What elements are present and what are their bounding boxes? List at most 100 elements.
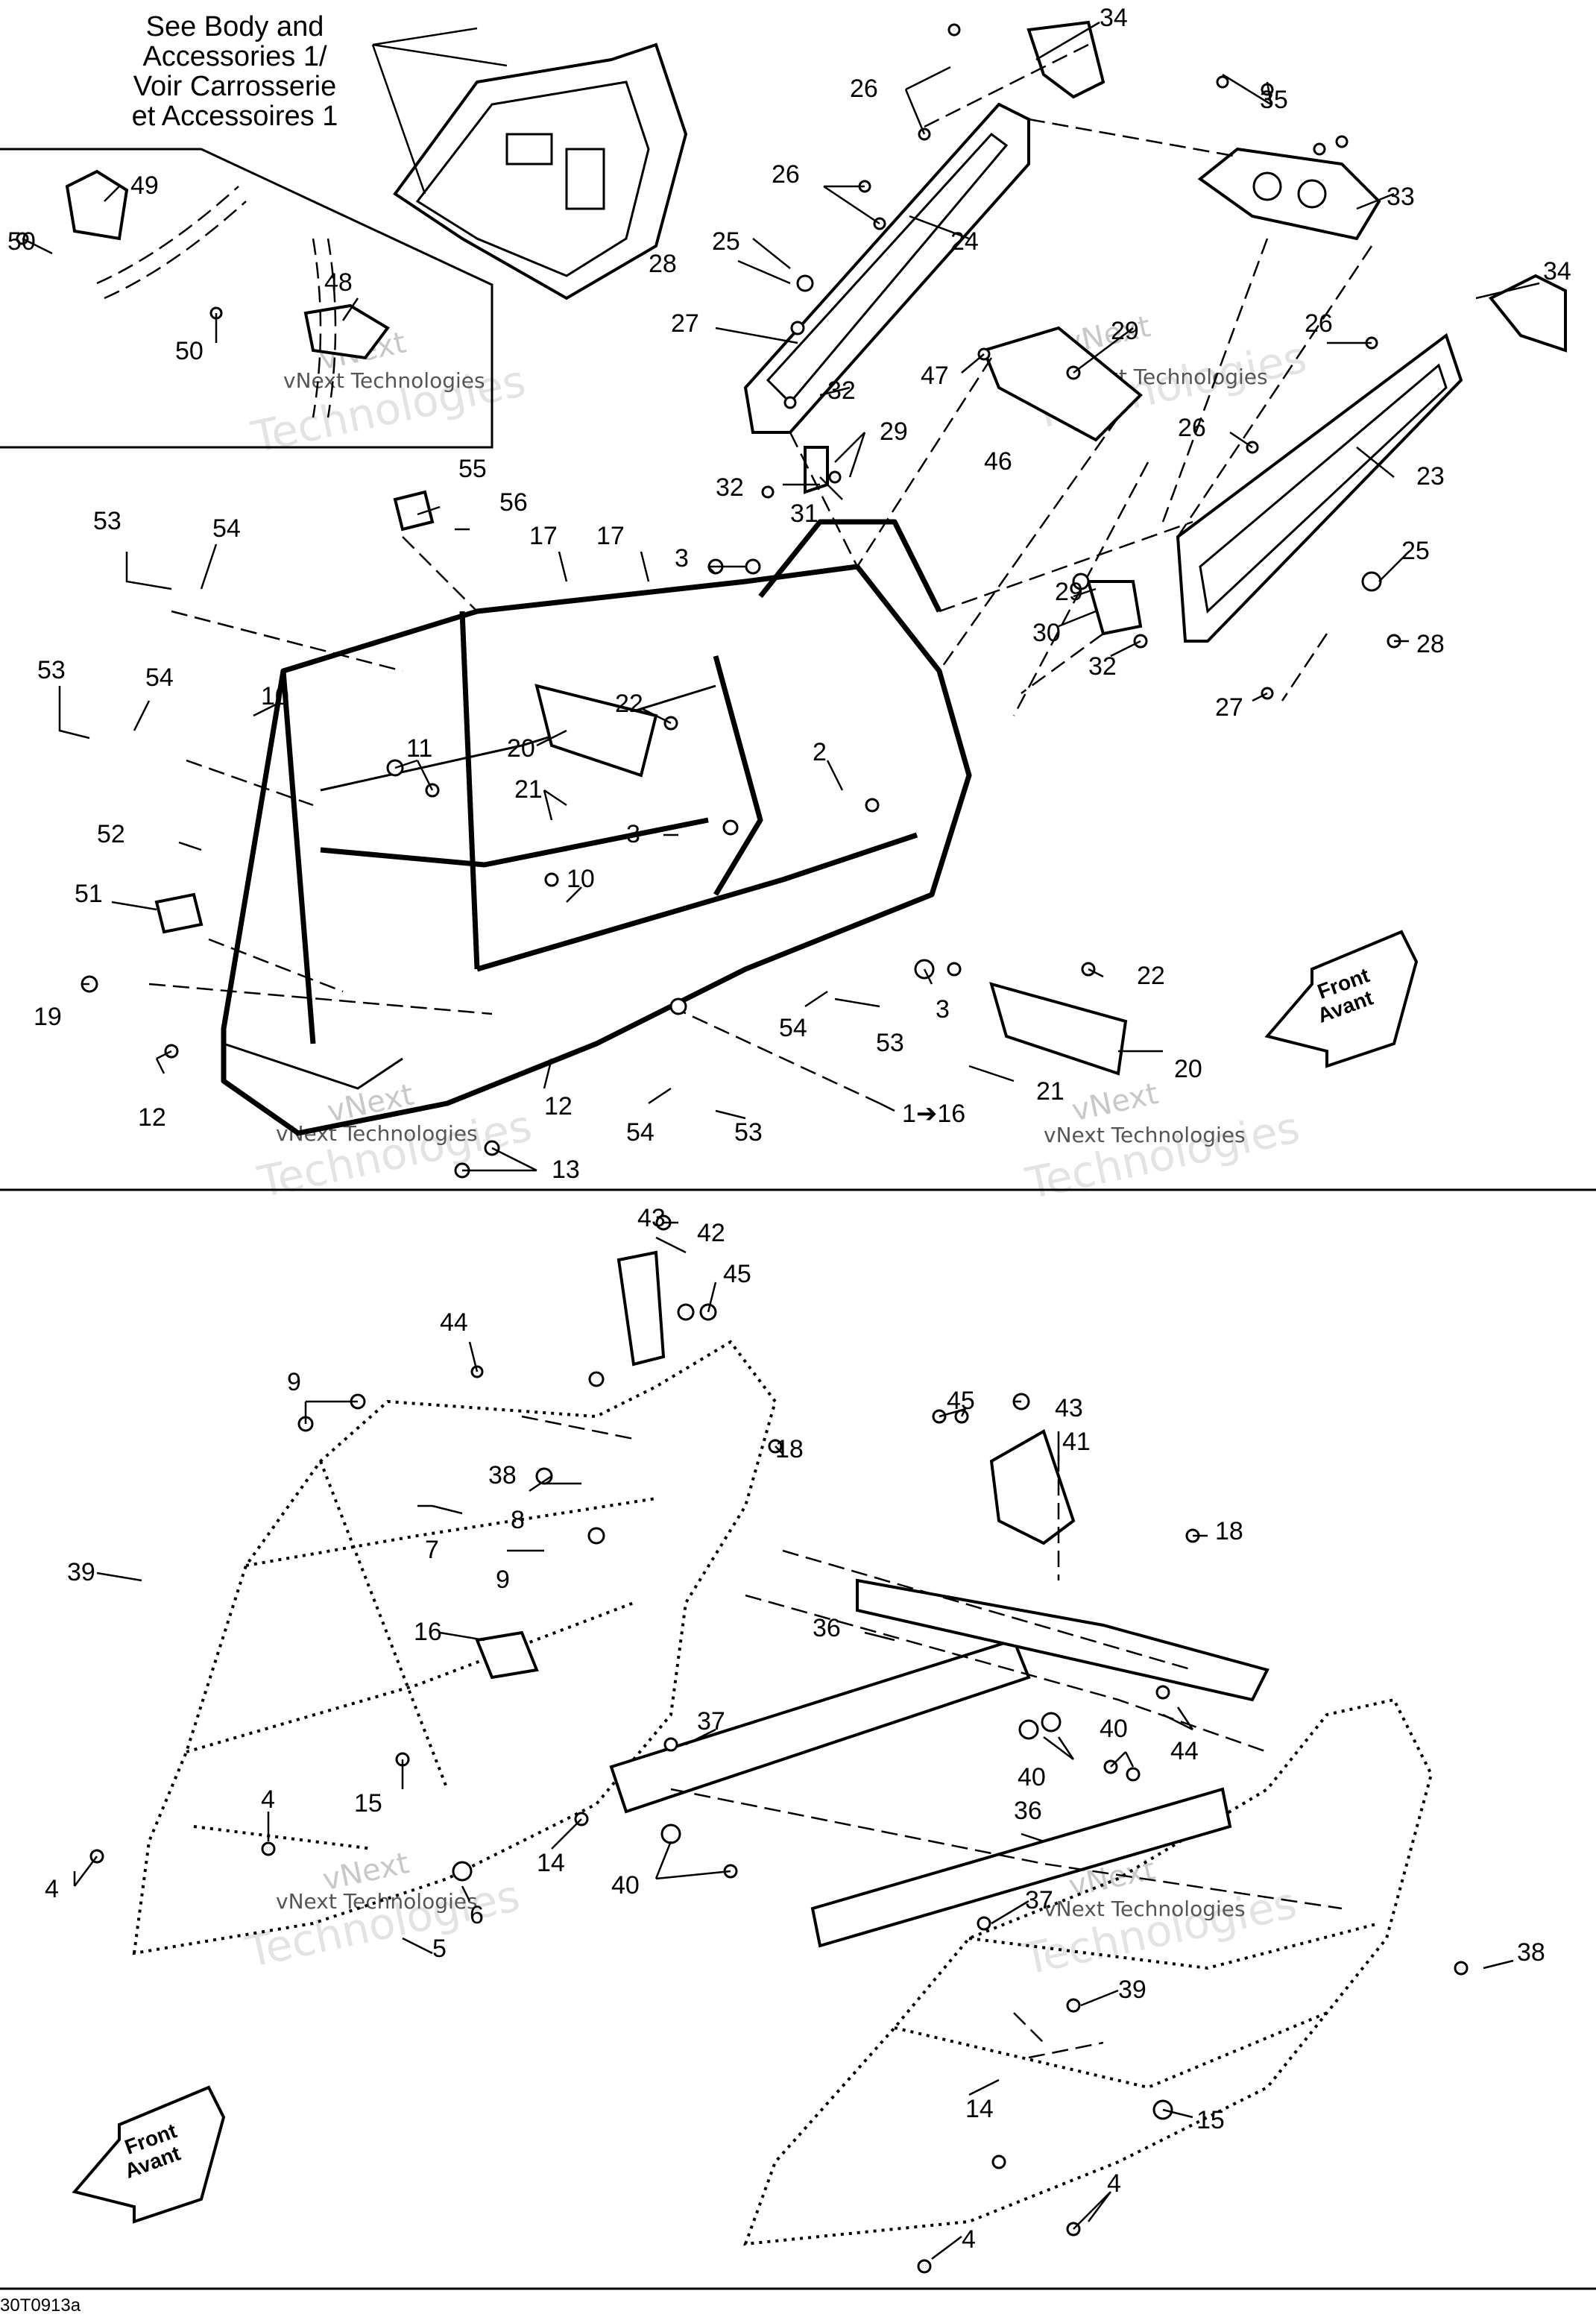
watermark-technologies: Technologies	[1021, 1102, 1305, 1209]
callout-40: 40	[1018, 1763, 1046, 1791]
callout-22: 22	[615, 690, 643, 718]
callout-39: 39	[67, 1558, 95, 1586]
bracket-41-part	[989, 1429, 1076, 1545]
note-line: See Body and	[146, 11, 324, 42]
callout-10: 10	[567, 865, 595, 893]
callout-33: 33	[1387, 183, 1415, 211]
footrest-20-part	[989, 982, 1128, 1076]
callout-49: 49	[130, 171, 159, 200]
callout-5: 5	[432, 1935, 447, 1963]
callout-4: 4	[261, 1785, 275, 1814]
callout-20: 20	[1174, 1055, 1202, 1083]
bracket-30-part	[1086, 580, 1143, 636]
callout-17: 17	[596, 522, 625, 550]
callout-44: 44	[1170, 1737, 1199, 1765]
callout-39: 39	[1118, 1976, 1146, 2004]
note-line: et Accessoires 1	[132, 101, 338, 132]
bracket-33-part	[1197, 147, 1381, 241]
callout-25: 25	[1401, 537, 1430, 565]
frame-outline-left	[132, 1340, 778, 1955]
callout-16: 16	[414, 1618, 442, 1646]
watermark-inline: vNext Technologies	[1044, 1123, 1246, 1147]
callout-numbers: 34 35 26 26 24 33 34 49 50 48 50 25 28 2…	[7, 4, 1571, 2254]
callout-32: 32	[1088, 652, 1117, 681]
frame-outline-right	[743, 1698, 1433, 2246]
callout-55: 55	[458, 455, 487, 483]
callout-12: 12	[138, 1103, 166, 1132]
watermark-inline: vNext Technologies	[1044, 1897, 1246, 1921]
callout-19: 19	[34, 1003, 62, 1031]
callout-6: 6	[470, 1901, 484, 1929]
callout-32: 32	[716, 473, 744, 502]
callout-15: 15	[354, 1789, 382, 1818]
callout-24: 24	[950, 227, 979, 256]
figure-code: 30T0913a	[0, 2295, 81, 2316]
front-arrow-bottom: Front Avant	[72, 2085, 226, 2224]
callout-48: 48	[324, 268, 353, 297]
callout-17: 17	[529, 522, 558, 550]
callout-52: 52	[97, 820, 125, 848]
callout-26: 26	[772, 160, 800, 189]
callout-34: 34	[1100, 4, 1128, 32]
callout-13: 13	[552, 1156, 580, 1184]
callout-50: 50	[175, 337, 204, 365]
callout-2: 2	[813, 738, 827, 766]
callout-47: 47	[921, 362, 949, 390]
top-assembly-drawing	[16, 20, 1567, 1179]
callout-54: 54	[145, 663, 174, 692]
bracket-34-part	[1488, 274, 1567, 353]
callout-21: 21	[1036, 1077, 1064, 1106]
callout-56: 56	[499, 488, 528, 517]
callout-29: 29	[880, 417, 908, 446]
bracket-51-part	[154, 892, 204, 934]
callout-42: 42	[697, 1219, 725, 1247]
callout-53: 53	[876, 1029, 904, 1057]
callout-50: 50	[7, 227, 36, 256]
callout-12: 12	[544, 1092, 573, 1120]
bracket-42-part	[616, 1250, 666, 1367]
watermark-technologies: Technologies	[1018, 1877, 1302, 1985]
callout-27: 27	[671, 309, 699, 338]
callout-54: 54	[626, 1118, 655, 1147]
callout-35: 35	[1260, 86, 1288, 114]
callout-40: 40	[611, 1871, 640, 1900]
callout-41: 41	[1062, 1428, 1091, 1456]
callout-43: 43	[637, 1204, 666, 1232]
callout-51: 51	[75, 880, 103, 908]
callout-1-to-16: 1➔16	[902, 1100, 965, 1128]
callout-14: 14	[965, 2095, 994, 2123]
callout-30: 30	[1032, 619, 1061, 647]
callout-9: 9	[496, 1566, 510, 1594]
watermark-vnext: vNext	[1069, 1077, 1161, 1128]
callout-29: 29	[1055, 578, 1083, 606]
front-arrow-top: Front Avant	[1264, 930, 1419, 1068]
callout-54: 54	[212, 514, 241, 543]
rail-24-part	[743, 102, 1030, 434]
watermark-inline: vNext Technologies	[276, 1889, 478, 1914]
watermark-inline: vNext Technologies	[283, 368, 485, 393]
callout-37: 37	[697, 1707, 725, 1736]
callout-15: 15	[1196, 2106, 1225, 2134]
callout-3: 3	[626, 820, 640, 848]
rail-23-part	[1176, 332, 1463, 643]
callout-29: 29	[1111, 317, 1139, 345]
callout-28: 28	[1416, 630, 1445, 658]
callout-8: 8	[511, 1506, 525, 1534]
callout-45: 45	[723, 1260, 751, 1288]
callout-45: 45	[947, 1387, 975, 1415]
note-line: Voir Carrosserie	[133, 71, 336, 102]
callout-4: 4	[45, 1875, 59, 1903]
note-line: Accessories 1/	[142, 41, 327, 72]
callout-26: 26	[1178, 414, 1206, 442]
callout-25: 25	[712, 227, 740, 256]
callout-38: 38	[1517, 1938, 1545, 1967]
inset-box	[0, 148, 493, 449]
bracket-49-part	[65, 169, 129, 241]
callout-26: 26	[1305, 309, 1333, 338]
callout-4: 4	[1107, 2169, 1121, 2198]
body-accessories-note: See Body and Accessories 1/ Voir Carross…	[132, 11, 508, 195]
bracket-48-part	[303, 303, 390, 360]
callout-28: 28	[649, 250, 677, 278]
callout-36: 36	[1014, 1797, 1042, 1825]
